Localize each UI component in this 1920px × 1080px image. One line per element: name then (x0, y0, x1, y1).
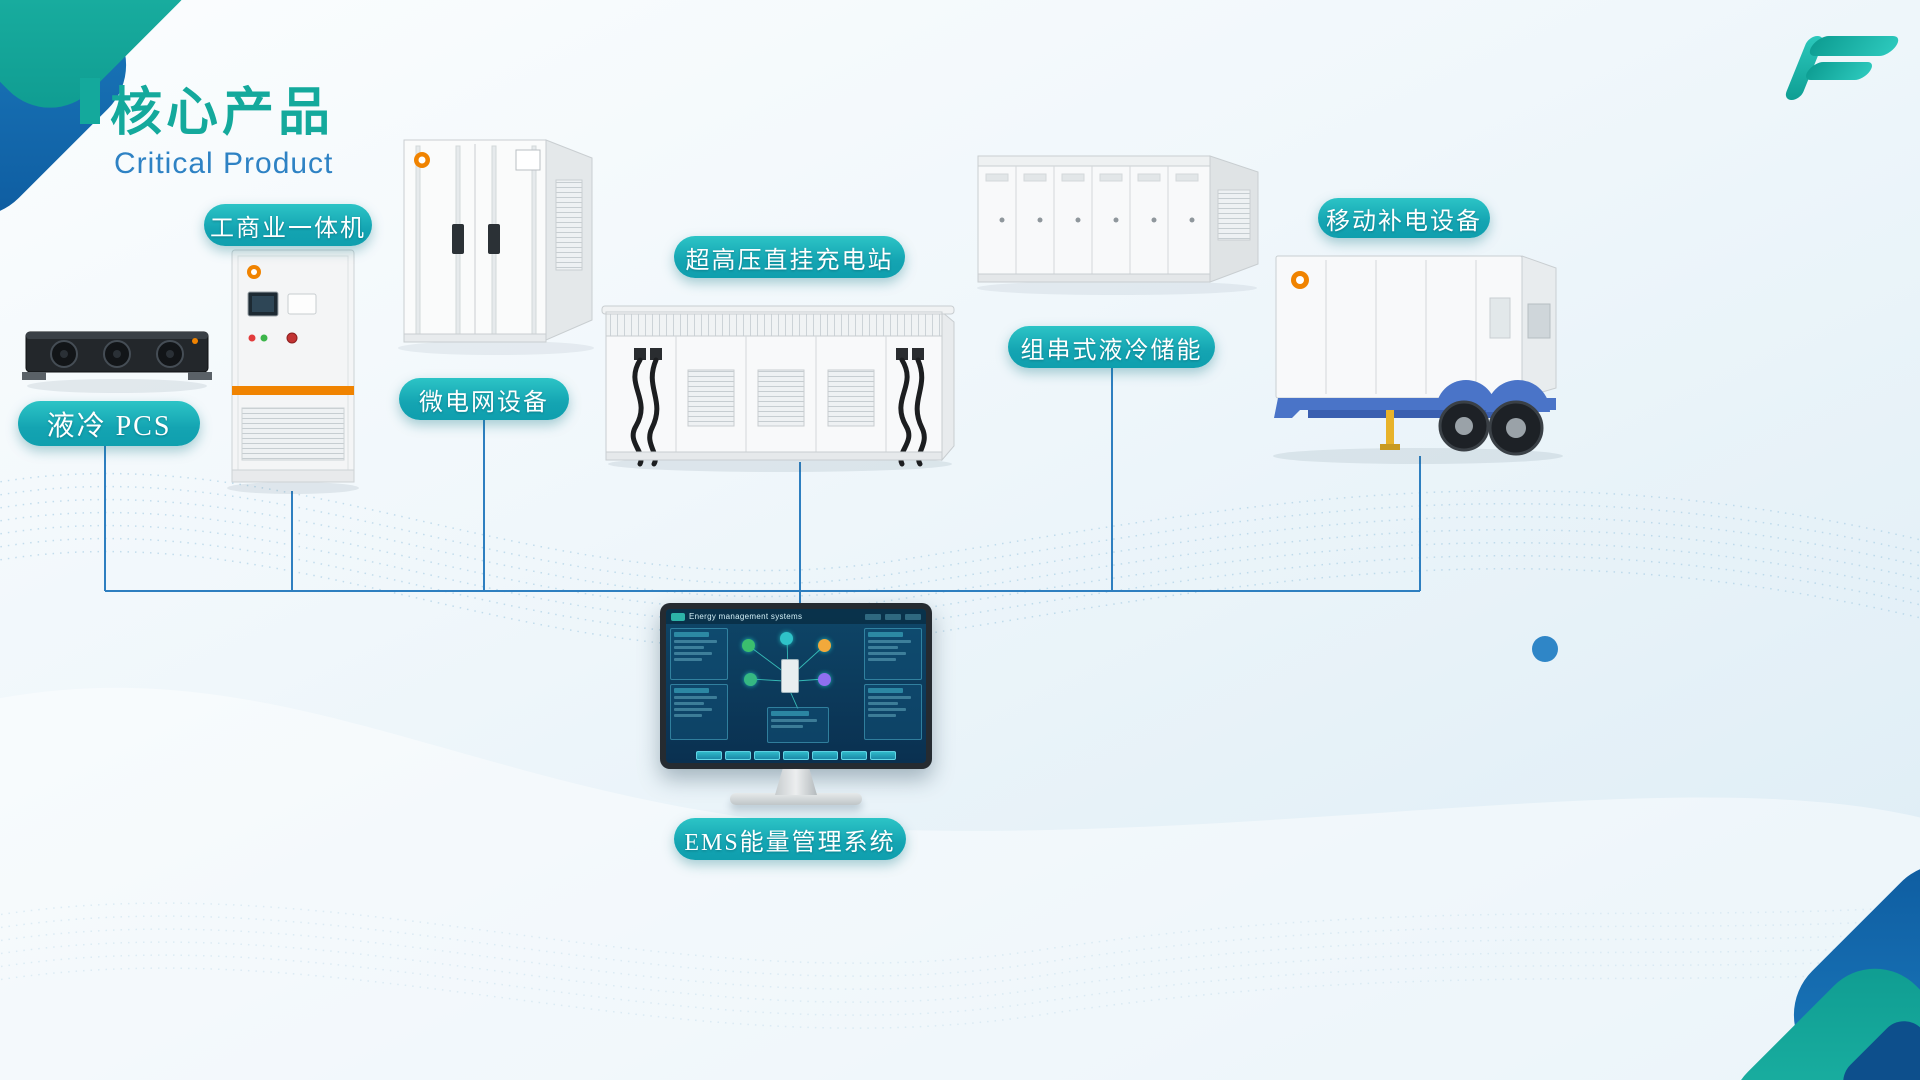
panel-header (674, 688, 709, 693)
page-title: 核心产品 (110, 84, 335, 142)
panel-line (674, 652, 712, 655)
panel-header (868, 632, 903, 637)
logo-stroke (1801, 62, 1877, 80)
flow-node-icon (818, 639, 831, 652)
screen-button (783, 751, 809, 760)
panel-line (674, 646, 704, 649)
panel-line (771, 725, 804, 728)
panel-line (868, 652, 906, 655)
mobile-power-trailer-image (1273, 255, 1563, 464)
screen-button (841, 751, 867, 760)
screen-panel (864, 628, 922, 680)
panel-line (868, 646, 898, 649)
title-block: 核心产品 Critical Product (80, 70, 334, 181)
ems-dashboard-screen: Energy management systems (666, 609, 926, 763)
screen-button (870, 751, 896, 760)
string-storage-image (977, 155, 1259, 295)
panel-line (674, 640, 717, 643)
label-liquid-cooled-pcs: 液冷 PCS (18, 401, 200, 446)
page-subtitle: Critical Product (114, 147, 334, 180)
hv-charging-station-image (601, 305, 955, 472)
monitor-frame: Energy management systems (660, 603, 932, 769)
title-accent-bar (80, 78, 100, 124)
screen-panel (864, 684, 922, 740)
flow-node-icon (742, 639, 755, 652)
screen-header: Energy management systems (666, 609, 926, 624)
screen-button (725, 751, 751, 760)
panel-line (868, 640, 911, 643)
screen-panel (670, 684, 728, 740)
screen-panel-center (767, 707, 829, 743)
screen-header-chip (885, 613, 901, 620)
label-hv-charging: 超高压直挂充电站 (674, 236, 905, 278)
panel-line (674, 658, 702, 661)
screen-button (812, 751, 838, 760)
ems-monitor-image: Energy management systems (660, 603, 932, 805)
panel-line (674, 708, 712, 711)
white-wave-overlay (0, 687, 1920, 1080)
all-in-one-cabinet-image (227, 249, 359, 494)
company-logo-icon (1783, 34, 1912, 110)
panel-line (868, 658, 896, 661)
panel-header (868, 688, 903, 693)
monitor-stand-neck (775, 769, 817, 795)
screen-header-chip (905, 613, 921, 620)
flow-center-device (781, 659, 799, 693)
panel-line (868, 714, 896, 717)
flow-node-icon (818, 673, 831, 686)
flow-node-icon (780, 632, 793, 645)
label-all-in-one: 工商业一体机 (204, 204, 372, 246)
panel-line (674, 714, 702, 717)
liquid-cooled-pcs-image (22, 331, 212, 393)
panel-line (674, 696, 717, 699)
decorative-blue-dot (1532, 636, 1558, 662)
panel-line (868, 708, 906, 711)
screen-button (696, 751, 722, 760)
label-mobile-power: 移动补电设备 (1318, 198, 1490, 238)
screen-button (754, 751, 780, 760)
microgrid-container-image (398, 139, 594, 355)
label-microgrid: 微电网设备 (399, 378, 569, 420)
screen-panel (670, 628, 728, 680)
label-ems: EMS能量管理系统 (674, 818, 906, 860)
panel-line (771, 719, 817, 722)
monitor-stand-base (730, 793, 862, 805)
flow-node-icon (744, 673, 757, 686)
panel-line (868, 702, 898, 705)
connector-lines (104, 368, 1421, 603)
screen-header-chip (865, 613, 881, 620)
panel-line (674, 702, 704, 705)
panel-line (868, 696, 911, 699)
panel-header (771, 711, 809, 716)
panel-header (674, 632, 709, 637)
label-string-storage: 组串式液冷储能 (1008, 326, 1215, 368)
screen-button-row (696, 751, 896, 760)
screen-title: Energy management systems (689, 612, 803, 621)
screen-logo-icon (671, 612, 685, 621)
logo-stroke (1804, 36, 1904, 56)
